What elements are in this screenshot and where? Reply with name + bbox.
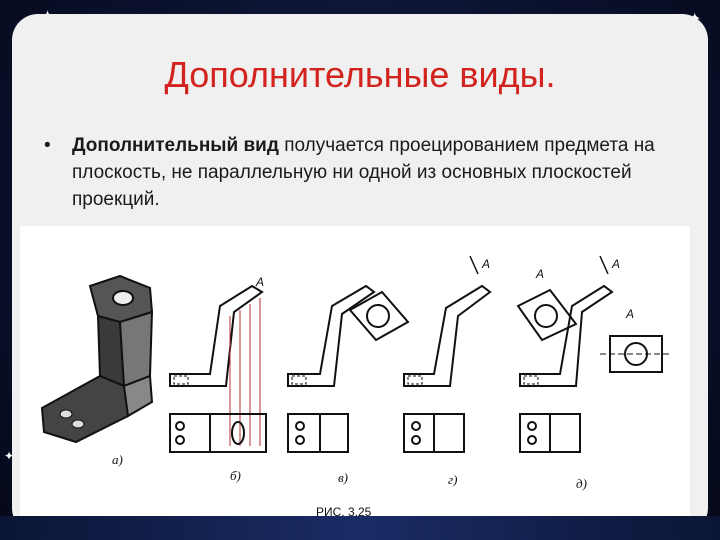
isometric-part (40, 274, 154, 444)
subfigure-label-a: а) (112, 452, 123, 467)
bullet-marker: • (44, 135, 51, 156)
view-mark: A (625, 307, 634, 321)
view-mark: A (611, 257, 620, 271)
projection-e (516, 255, 672, 453)
bullet-term: Дополнительный вид (72, 135, 279, 156)
bullet-text: Дополнительный вид получается проецирова… (72, 132, 672, 213)
footer-strip (0, 516, 720, 540)
subfigure-label-e: д) (576, 476, 587, 491)
subfigure-label-d: г) (448, 472, 457, 487)
drawing-svg: A A A A A а) б) в) г) д) РИС. 3.25 (40, 255, 672, 516)
view-mark: A (535, 267, 544, 281)
bullet-definition: получается проецированием предмета на пл… (72, 135, 655, 210)
projection-d (403, 255, 492, 453)
technical-drawing-figure: A A A A A а) б) в) г) д) РИС. 3.25 (20, 226, 690, 516)
view-mark: A (481, 257, 490, 271)
projection-b (169, 284, 267, 453)
slide-title: Дополнительные виды. (164, 54, 556, 95)
subfigure-label-b: б) (230, 468, 241, 483)
figure-caption: РИС. 3.25 (316, 505, 372, 516)
view-mark: A (255, 275, 264, 289)
subfigure-label-c: в) (338, 470, 348, 485)
projection-c (287, 284, 410, 453)
star-icon: ✦ (4, 449, 15, 463)
